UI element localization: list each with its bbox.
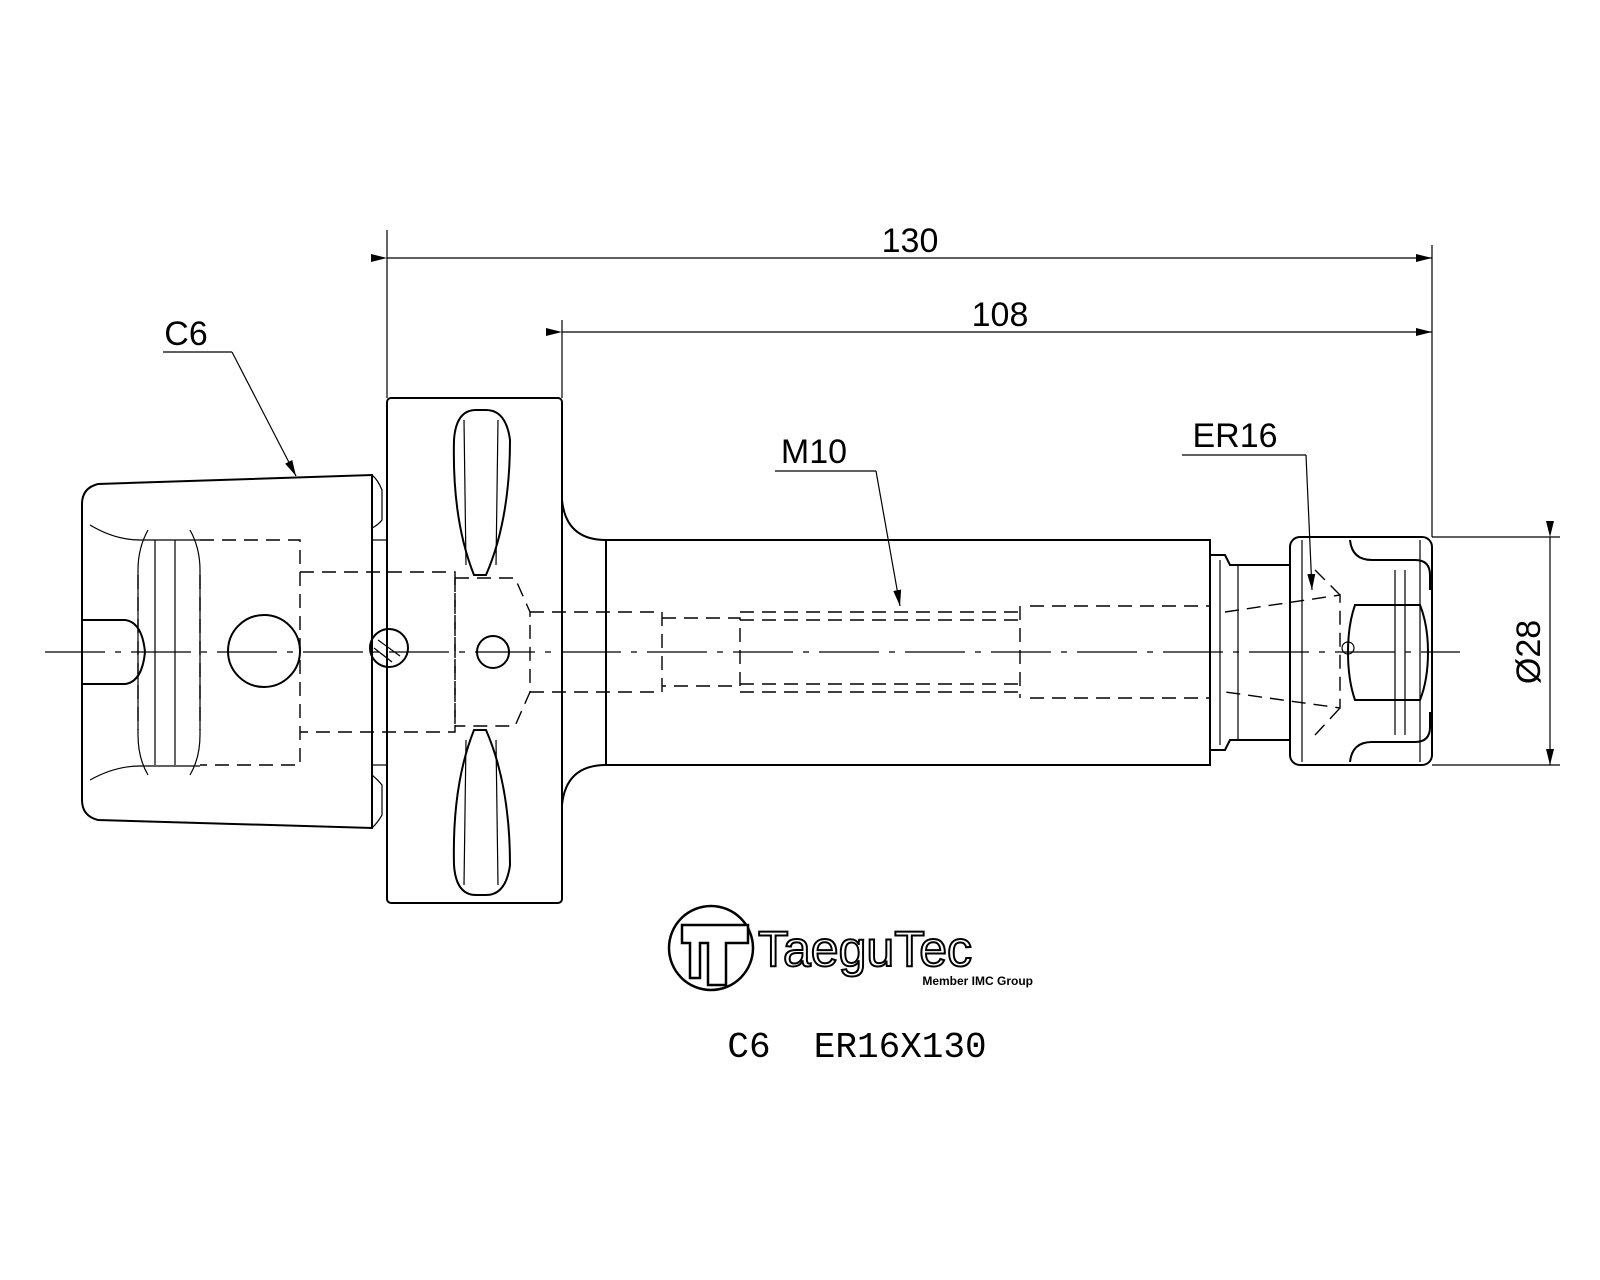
dimension-108-label: 108 <box>972 296 1029 334</box>
dimension-diameter: Ø28 <box>1432 521 1560 766</box>
callout-thread: M10 <box>775 433 902 607</box>
shank <box>81 473 456 830</box>
taegutec-logo: TaeguTec Member IMC Group <box>667 904 1033 992</box>
flange <box>369 397 563 904</box>
body <box>530 499 1291 806</box>
logo-name: TaeguTec <box>758 921 972 977</box>
taegutec-logo-icon <box>680 923 750 987</box>
dimension-gauge-length: 108 <box>546 296 1432 398</box>
dimension-130-label: 130 <box>882 222 939 260</box>
callout-er16-label: ER16 <box>1192 417 1277 455</box>
logo-tagline: Member IMC Group <box>922 974 1033 988</box>
callout-collet: ER16 <box>1182 417 1316 591</box>
dimension-overall-length: 130 <box>371 222 1433 537</box>
callout-shank: C6 <box>163 315 297 477</box>
collet-nut <box>1224 536 1433 766</box>
drawing-title: C6 ER16X130 <box>727 1027 986 1068</box>
dimension-diameter-label: Ø28 <box>1510 620 1548 684</box>
callout-c6-label: C6 <box>164 315 207 353</box>
callout-m10-label: M10 <box>781 433 847 471</box>
